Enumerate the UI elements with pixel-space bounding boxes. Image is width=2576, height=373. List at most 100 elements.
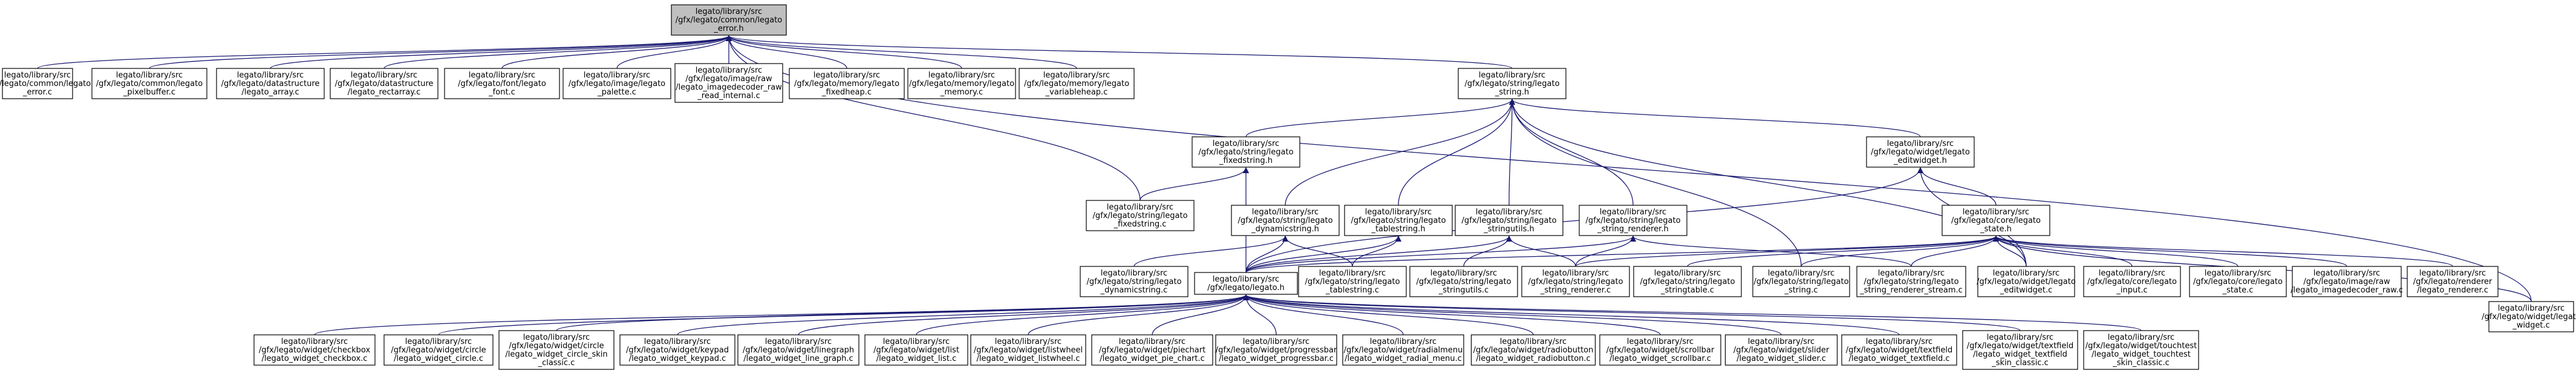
node-label-line: /gfx/legato/string/legato bbox=[1198, 148, 1293, 157]
node-legato-dynamicstring-c[interactable]: legato/library/src/gfx/legato/string/leg… bbox=[1080, 266, 1189, 297]
node-legato-string-renderer-h[interactable]: legato/library/src/gfx/legato/string/leg… bbox=[1579, 205, 1687, 236]
node-legato-widget-c[interactable]: legato/library/src/gfx/legato/widget/leg… bbox=[2482, 301, 2576, 332]
node-box bbox=[2189, 266, 2287, 297]
node-legato-pixelbuffer-c[interactable]: legato/library/src/gfx/legato/common/leg… bbox=[91, 68, 207, 99]
node-label-line: /gfx/legato/string/legato bbox=[1585, 216, 1680, 225]
edge-legato_string_renderer_stream_c-to-legato_string_renderer_h bbox=[1630, 236, 1912, 267]
node-legato-widget-textfield-skin-classic-c[interactable]: legato/library/src/gfx/legato/widget/tex… bbox=[1962, 330, 2078, 370]
node-label-line: _dynamicstring.h bbox=[1251, 225, 1319, 234]
edge-legato_memory_c-to-legato_error_h bbox=[726, 35, 962, 69]
node-label-line: legato/library/src bbox=[405, 337, 472, 346]
node-legato-dynamicstring-h[interactable]: legato/library/src/gfx/legato/string/leg… bbox=[1231, 205, 1340, 236]
node-box bbox=[1866, 136, 1975, 168]
node-box bbox=[1724, 334, 1838, 366]
edge-legato_string_renderer_h-to-legato_string_h bbox=[1509, 99, 1634, 206]
node-legato-imagedecoder-raw-c[interactable]: legato/library/src/gfx/legato/image/raw/… bbox=[2291, 266, 2403, 297]
edge-legato_widget_list_c-to-legato_h bbox=[916, 294, 1249, 335]
edge-legato_string_c-to-legato_string_h bbox=[1509, 99, 1802, 267]
node-label-line: /legato_imagedecoder_raw bbox=[676, 83, 782, 92]
node-legato-fixedstring-c[interactable]: legato/library/src/gfx/legato/string/leg… bbox=[1086, 200, 1195, 231]
node-legato-widget-scrollbar-c[interactable]: legato/library/src/gfx/legato/widget/scr… bbox=[1599, 334, 1721, 366]
node-legato-palette-c[interactable]: legato/library/src/gfx/legato/image/lega… bbox=[562, 68, 671, 99]
node-label-line: legato/library/src bbox=[1119, 337, 1185, 346]
node-legato-state-c[interactable]: legato/library/src/gfx/legato/core/legat… bbox=[2189, 266, 2287, 297]
node-legato-stringutils-h[interactable]: legato/library/src/gfx/legato/string/leg… bbox=[1455, 205, 1564, 236]
node-legato-font-c[interactable]: legato/library/src/gfx/legato/font/legat… bbox=[444, 68, 560, 99]
node-legato-error-c[interactable]: legato/library/src/gfx/legato/common/leg… bbox=[0, 68, 91, 99]
edge-legato_editwidget_h-to-legato_string_h bbox=[1509, 99, 1921, 137]
node-legato-renderer-c[interactable]: legato/library/src/gfx/legato/renderer/l… bbox=[2407, 266, 2499, 297]
node-legato-string-c[interactable]: legato/library/src/gfx/legato/string/leg… bbox=[1752, 266, 1850, 297]
node-label-line: /gfx/legato/widget/legato bbox=[1977, 277, 2076, 286]
node-legato-widget-circle-c[interactable]: legato/library/src/gfx/legato/widget/cir… bbox=[383, 334, 494, 366]
node-box bbox=[216, 68, 325, 99]
node-legato-array-c[interactable]: legato/library/src/gfx/legato/datastruct… bbox=[216, 68, 325, 99]
node-label-line: _read_internal.c bbox=[697, 91, 760, 101]
node-legato-widget-line-graph-c[interactable]: legato/library/src/gfx/legato/widget/lin… bbox=[737, 334, 859, 366]
node-box bbox=[671, 4, 787, 36]
node-label-line: _string.c bbox=[1784, 286, 1818, 295]
node-legato-widget-list-c[interactable]: legato/library/src/gfx/legato/widget/lis… bbox=[864, 334, 968, 366]
node-label-line: _string_renderer.h bbox=[1597, 225, 1668, 234]
node-legato-h[interactable]: legato/library/src/gfx/legato/legato.h bbox=[1194, 272, 1298, 295]
edge-legato_widget_circle_c-to-legato_h bbox=[438, 294, 1249, 335]
node-label-line: legato/library/src bbox=[1654, 269, 1721, 278]
edge-layer bbox=[37, 35, 2532, 335]
node-label-line: /gfx/legato/core/legato bbox=[2193, 277, 2283, 286]
node-label-line: /gfx/legato/widget/circle bbox=[509, 342, 604, 351]
edge-legato_imagedecoder_raw_c-to-legato_state_h bbox=[1993, 236, 2347, 267]
node-legato-widget-textfield-c[interactable]: legato/library/src/gfx/legato/widget/tex… bbox=[1841, 334, 1957, 366]
node-legato-stringutils-c[interactable]: legato/library/src/gfx/legato/string/leg… bbox=[1409, 266, 1518, 297]
node-legato-rectarray-c[interactable]: legato/library/src/gfx/legato/datastruct… bbox=[330, 68, 439, 99]
node-legato-state-h[interactable]: legato/library/src/gfx/legato/core/legat… bbox=[1942, 205, 2050, 236]
node-legato-widget-keypad-c[interactable]: legato/library/src/gfx/legato/widget/key… bbox=[619, 334, 735, 366]
edge-legato_pixelbuffer_c-to-legato_error_h bbox=[149, 35, 732, 69]
edge-legato_widget_line_graph_c-to-legato_h bbox=[798, 294, 1249, 335]
node-legato-tablestring-c[interactable]: legato/library/src/gfx/legato/string/leg… bbox=[1298, 266, 1407, 297]
node-legato-stringtable-c[interactable]: legato/library/src/gfx/legato/string/leg… bbox=[1633, 266, 1742, 297]
node-label-line: /gfx/legato/string/legato bbox=[1305, 277, 1400, 286]
node-legato-widget-radial-menu-c[interactable]: legato/library/src/gfx/legato/widget/rad… bbox=[1342, 334, 1464, 366]
node-legato-widget-pie-chart-c[interactable]: legato/library/src/gfx/legato/widget/pie… bbox=[1091, 334, 1213, 366]
node-legato-fixedheap-c[interactable]: legato/library/src/gfx/legato/memory/leg… bbox=[789, 68, 905, 99]
node-legato-memory-c[interactable]: legato/library/src/gfx/legato/memory/leg… bbox=[907, 68, 1016, 99]
node-label-line: legato/library/src bbox=[237, 71, 304, 80]
node-legato-string-renderer-c[interactable]: legato/library/src/gfx/legato/string/leg… bbox=[1521, 266, 1630, 297]
node-legato-imagedecoder-raw-read-internal-c[interactable]: legato/library/src/gfx/legato/image/raw/… bbox=[674, 63, 783, 103]
node-legato-error-h[interactable]: legato/library/src/gfx/legato/common/leg… bbox=[671, 4, 787, 36]
node-label-line: /gfx/legato/widget/checkbox bbox=[259, 346, 371, 355]
node-legato-widget-touchtest-skin-classic-c[interactable]: legato/library/src/gfx/legato/widget/tou… bbox=[2083, 330, 2199, 370]
node-label-line: _stringutils.c bbox=[1438, 286, 1489, 295]
edge-legato_widget_progressbar_c-to-legato_h bbox=[1243, 294, 1277, 335]
node-label-line: /gfx/legato/widget/textfield bbox=[1846, 346, 1952, 355]
node-legato-string-h[interactable]: legato/library/src/gfx/legato/string/leg… bbox=[1458, 68, 1567, 99]
node-legato-variableheap-c[interactable]: legato/library/src/gfx/legato/memory/leg… bbox=[1019, 68, 1135, 99]
node-legato-widget-slider-c[interactable]: legato/library/src/gfx/legato/widget/sli… bbox=[1724, 334, 1838, 366]
node-box bbox=[498, 330, 615, 370]
node-legato-string-renderer-stream-c[interactable]: legato/library/src/gfx/legato/string/leg… bbox=[1856, 266, 1966, 297]
node-legato-fixedstring-h[interactable]: legato/library/src/gfx/legato/string/leg… bbox=[1192, 136, 1300, 168]
node-legato-widget-radiobutton-c[interactable]: legato/library/src/gfx/legato/widget/rad… bbox=[1470, 334, 1596, 366]
node-legato-widget-checkbox-c[interactable]: legato/library/src/gfx/legato/widget/che… bbox=[253, 334, 376, 366]
node-label-line: _palette.c bbox=[597, 88, 636, 97]
node-label-line: legato/library/src bbox=[1370, 337, 1436, 346]
node-label-line: /gfx/legato/string/legato bbox=[1864, 277, 1958, 286]
node-label-line: /legato_imagedecoder_raw.c bbox=[2291, 286, 2403, 295]
node-legato-tablestring-h[interactable]: legato/library/src/gfx/legato/string/leg… bbox=[1344, 205, 1453, 236]
node-box bbox=[1215, 334, 1337, 366]
node-legato-input-c[interactable]: legato/library/src/gfx/legato/core/legat… bbox=[2083, 266, 2181, 297]
node-label-line: /gfx/legato/widget/progressbar bbox=[1216, 346, 1337, 355]
node-label-line: legato/library/src bbox=[1627, 337, 1694, 346]
edge-legato_variableheap_c-to-legato_error_h bbox=[726, 35, 1077, 69]
node-label-line: _memory.c bbox=[940, 88, 983, 97]
node-label-line: /legato_widget_checkbox.c bbox=[262, 354, 368, 363]
edge-legato_input_c-to-legato_state_h bbox=[1993, 236, 2133, 267]
node-legato-widget-circle-skin-classic-c[interactable]: legato/library/src/gfx/legato/widget/cir… bbox=[498, 330, 615, 370]
node-legato-editwidget-c[interactable]: legato/library/src/gfx/legato/widget/leg… bbox=[1977, 266, 2076, 297]
node-legato-editwidget-h[interactable]: legato/library/src/gfx/legato/widget/leg… bbox=[1866, 136, 1975, 168]
node-legato-widget-listwheel-c[interactable]: legato/library/src/gfx/legato/widget/lis… bbox=[970, 334, 1086, 366]
edge-legato_h-to-legato_stringutils_h bbox=[1245, 236, 1512, 273]
node-legato-widget-progressbar-c[interactable]: legato/library/src/gfx/legato/widget/pro… bbox=[1215, 334, 1337, 366]
edge-legato_widget_keypad_c-to-legato_h bbox=[677, 294, 1249, 335]
node-label-line: legato/library/src bbox=[4, 71, 71, 80]
